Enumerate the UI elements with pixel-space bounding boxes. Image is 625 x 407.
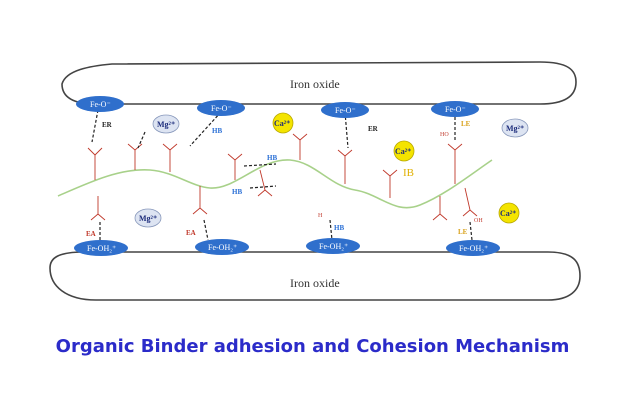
fe-oh2-ion xyxy=(74,240,128,256)
oh-group-label: OH xyxy=(474,218,483,224)
hb-label: HB xyxy=(232,188,242,196)
mg-ion-label: Mg²⁺ xyxy=(506,124,524,133)
fe-oh2-ion-label: Fe-OH₂⁺ xyxy=(87,244,116,253)
fe-o-ion xyxy=(76,96,124,112)
hb-label: HB xyxy=(334,224,344,232)
ca-ion-label: Ca²⁺ xyxy=(500,209,516,218)
fe-o-ion-label: Fe-O⁻ xyxy=(445,105,466,114)
mg-ion xyxy=(134,208,162,228)
carboxyl-groups xyxy=(87,133,478,221)
fe-o-ion xyxy=(321,102,369,118)
bottom-iron-ions: Fe-OH₂⁺ Fe-OH₂⁺ Fe-OH₂⁺ Fe-OH₂⁺ xyxy=(74,238,500,256)
fe-o-ion-label: Fe-O⁻ xyxy=(335,106,356,115)
mg-ion-label: Mg²⁺ xyxy=(139,214,157,223)
ca-ion xyxy=(393,140,415,162)
ea-label: EA xyxy=(86,230,96,238)
fe-o-ion-label: Fe-O⁻ xyxy=(90,100,111,109)
fe-oh2-ion-label: Fe-OH₂⁺ xyxy=(459,244,488,253)
fe-oh2-ion xyxy=(195,239,249,255)
ca-ion-label: Ca²⁺ xyxy=(395,147,411,156)
mg-ion xyxy=(501,118,529,138)
fe-oh2-ion-label: Fe-OH₂⁺ xyxy=(208,243,237,252)
ca-ion xyxy=(498,202,520,224)
le-label: LE xyxy=(461,120,471,128)
diagram-caption: Organic Binder adhesion and Cohesion Mec… xyxy=(55,336,570,357)
top-plate-label: Iron oxide xyxy=(290,77,340,91)
er-label: ER xyxy=(368,125,379,133)
mg-ion xyxy=(152,114,180,134)
magnesium-ions: Mg²⁺ Mg²⁺ Mg²⁺ xyxy=(134,114,529,228)
ca-ion-label: Ca²⁺ xyxy=(274,119,290,128)
fe-o-ion-label: Fe-O⁻ xyxy=(211,104,232,113)
er-label: ER xyxy=(102,121,113,129)
ea-label: EA xyxy=(186,229,196,237)
h-atom-label: H xyxy=(318,213,323,219)
polymer-chain xyxy=(57,159,493,209)
le-label: LE xyxy=(458,228,468,236)
bottom-iron-oxide-plate xyxy=(49,251,581,301)
fe-o-ion xyxy=(197,100,245,116)
calcium-ions: Ca²⁺ Ca²⁺ Ca²⁺ xyxy=(272,112,520,224)
fe-oh2-ion-label: Fe-OH₂⁺ xyxy=(319,242,348,251)
hb-label: HB xyxy=(267,154,277,162)
fe-o-ion xyxy=(431,101,479,117)
bottom-plate-label: Iron oxide xyxy=(290,276,340,290)
fe-oh2-ion xyxy=(446,240,500,256)
top-iron-ions: Fe-O⁻ Fe-O⁻ Fe-O⁻ Fe-O⁻ xyxy=(76,96,479,118)
hb-label: HB xyxy=(212,127,222,135)
ca-ion xyxy=(272,112,294,134)
ib-label: IB xyxy=(403,167,414,179)
mg-ion-label: Mg²⁺ xyxy=(157,120,175,129)
ho-group-label: HO xyxy=(440,132,449,138)
fe-oh2-ion xyxy=(306,238,360,254)
